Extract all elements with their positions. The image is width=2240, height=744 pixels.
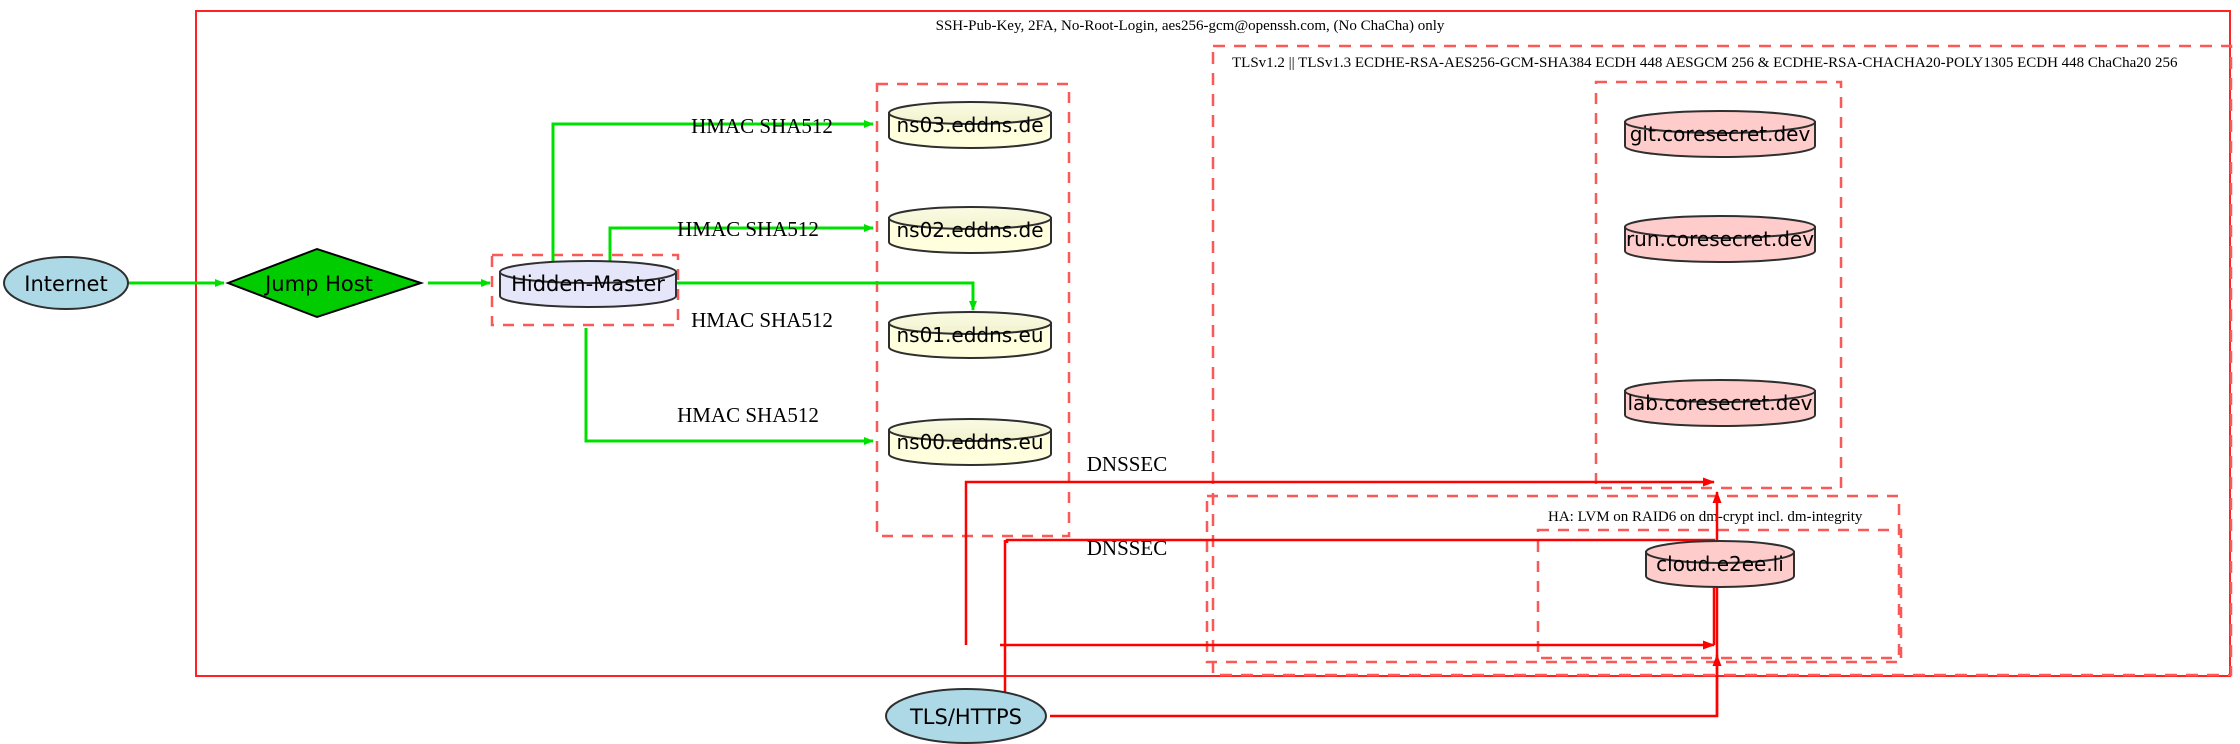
node-run-coresecret-label: run.coresecret.dev xyxy=(1626,227,1814,251)
edge-hiddenmaster-ns03 xyxy=(551,120,874,262)
node-tls-https-label: TLS/HTTPS xyxy=(909,705,1022,729)
node-hidden-master[interactable]: Hidden-Master xyxy=(499,260,677,308)
node-ns02-label: ns02.eddns.de xyxy=(896,218,1043,242)
tls-boundary-box xyxy=(1211,44,2233,677)
edge-dnssec-coresecret xyxy=(964,477,1715,487)
node-lab-coresecret[interactable]: lab.coresecret.dev xyxy=(1624,379,1816,427)
node-tls-https[interactable]: TLS/HTTPS xyxy=(885,688,1047,744)
ssh-boundary-label: SSH-Pub-Key, 2FA, No-Root-Login, aes256-… xyxy=(936,18,1445,34)
ha-boundary-label: HA: LVM on RAID6 on dm-crypt incl. dm-in… xyxy=(1548,509,1863,525)
coresecret-cluster-box xyxy=(1594,80,1843,490)
node-ns03-label: ns03.eddns.de xyxy=(896,113,1043,137)
edge-label-dnssec-2: DNSSEC xyxy=(1087,536,1168,560)
ssh-boundary-box xyxy=(195,10,2231,677)
edge-label-hmac-4: HMAC SHA512 xyxy=(677,403,819,427)
node-ns01[interactable]: ns01.eddns.eu xyxy=(888,311,1052,359)
hidden-master-cluster-box xyxy=(490,253,680,327)
node-ns00[interactable]: ns00.eddns.eu xyxy=(888,418,1052,466)
edge-hiddenmaster-ns00 xyxy=(584,328,874,445)
cloud-cluster-box xyxy=(1536,528,1903,660)
node-lab-coresecret-label: lab.coresecret.dev xyxy=(1627,391,1812,415)
edge-hiddenmaster-ns01 xyxy=(676,281,977,311)
edge-label-hmac-3: HMAC SHA512 xyxy=(691,308,833,332)
node-ns01-label: ns01.eddns.eu xyxy=(896,323,1043,347)
edge-label-dnssec-1: DNSSEC xyxy=(1087,452,1168,476)
node-cloud-e2ee-label: cloud.e2ee.li xyxy=(1656,552,1784,576)
node-internet[interactable]: Internet xyxy=(3,256,129,310)
node-run-coresecret[interactable]: run.coresecret.dev xyxy=(1624,215,1816,263)
ha-boundary-box xyxy=(1205,494,1901,664)
node-git-coresecret-label: git.coresecret.dev xyxy=(1630,122,1811,146)
node-git-coresecret[interactable]: git.coresecret.dev xyxy=(1624,110,1816,158)
node-ns03[interactable]: ns03.eddns.de xyxy=(888,101,1052,149)
edge-tlshttps-coresecret xyxy=(1050,491,1722,718)
edge-hiddenmaster-ns02 xyxy=(608,224,874,262)
node-cloud-e2ee[interactable]: cloud.e2ee.li xyxy=(1645,540,1795,588)
edge-label-hmac-2: HMAC SHA512 xyxy=(677,217,819,241)
tls-boundary-label: TLSv1.2 || TLSv1.3 ECDHE-RSA-AES256-GCM-… xyxy=(1232,55,2178,71)
node-hidden-master-label: Hidden-Master xyxy=(511,272,665,296)
edge-label-hmac-1: HMAC SHA512 xyxy=(691,114,833,138)
node-jump-host[interactable]: Jump Host xyxy=(225,247,425,319)
node-ns02[interactable]: ns02.eddns.de xyxy=(888,206,1052,254)
node-ns00-label: ns00.eddns.eu xyxy=(896,430,1043,454)
edge-dnssec-cloud xyxy=(1005,538,1716,645)
dns-cluster-box xyxy=(875,82,1071,538)
node-internet-label: Internet xyxy=(24,272,107,296)
node-jump-host-label: Jump Host xyxy=(263,272,373,296)
